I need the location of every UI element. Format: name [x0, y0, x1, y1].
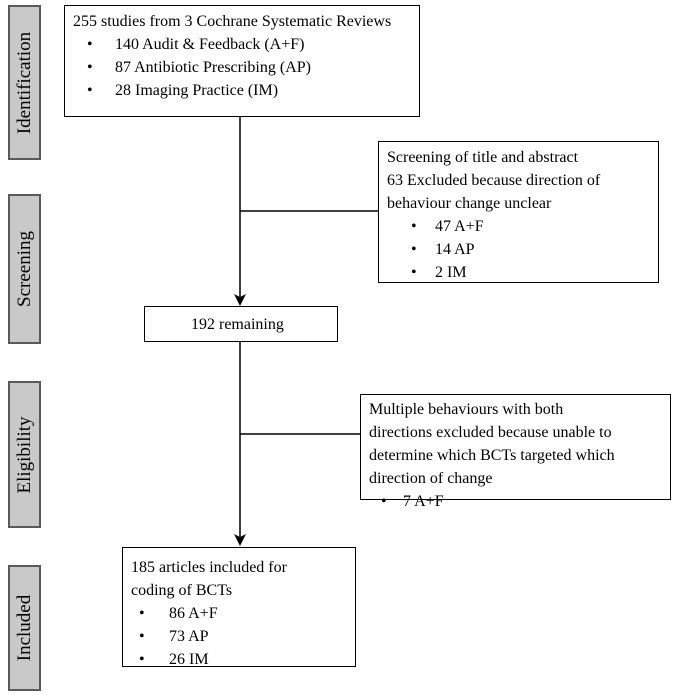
list-item: 140 Audit & Feedback (A+F) [73, 33, 411, 56]
phase-label: Eligibility [13, 415, 35, 494]
phase-included: Included [8, 565, 41, 691]
identification-title: 255 studies from 3 Cochrane Systematic R… [73, 13, 392, 30]
phase-label: Screening [13, 231, 35, 307]
remaining-box: 192 remaining [144, 306, 338, 342]
list-item: 26 IM [131, 648, 347, 671]
list-item: 2 IM [387, 261, 650, 284]
exclusion-line: behaviour change unclear [387, 195, 552, 212]
exclusion-line: determine which BCTs targeted which [369, 447, 615, 464]
list-item: 7 A+F [369, 490, 662, 513]
exclusion-line: directions excluded because unable to [369, 424, 612, 441]
remaining-text: 192 remaining [191, 315, 284, 333]
included-line: coding of BCTs [131, 582, 233, 599]
list-item: 28 Imaging Practice (IM) [73, 79, 411, 102]
phase-eligibility: Eligibility [8, 381, 41, 528]
phase-label: Included [13, 594, 35, 662]
exclusion-line: 63 Excluded because direction of [387, 172, 601, 189]
exclusion-line: direction of change [369, 470, 493, 487]
list-item: 87 Antibiotic Prescribing (AP) [73, 56, 411, 79]
eligibility-exclusion-box: Multiple behaviours with both directions… [360, 394, 671, 513]
exclusion-line: Screening of title and abstract [387, 149, 579, 166]
identification-box: 255 studies from 3 Cochrane Systematic R… [64, 5, 420, 117]
exclusion-line: Multiple behaviours with both [369, 401, 564, 418]
list-item: 14 AP [387, 238, 650, 261]
phase-identification: Identification [8, 5, 41, 160]
included-box: 185 articles included for coding of BCTs… [122, 547, 356, 671]
list-item: 47 A+F [387, 215, 650, 238]
included-line: 185 articles included for [131, 559, 287, 576]
phase-label: Identification [13, 31, 35, 134]
screening-exclusion-box: Screening of title and abstract 63 Exclu… [378, 141, 659, 284]
phase-screening: Screening [8, 194, 41, 344]
list-item: 86 A+F [131, 602, 347, 625]
list-item: 73 AP [131, 625, 347, 648]
